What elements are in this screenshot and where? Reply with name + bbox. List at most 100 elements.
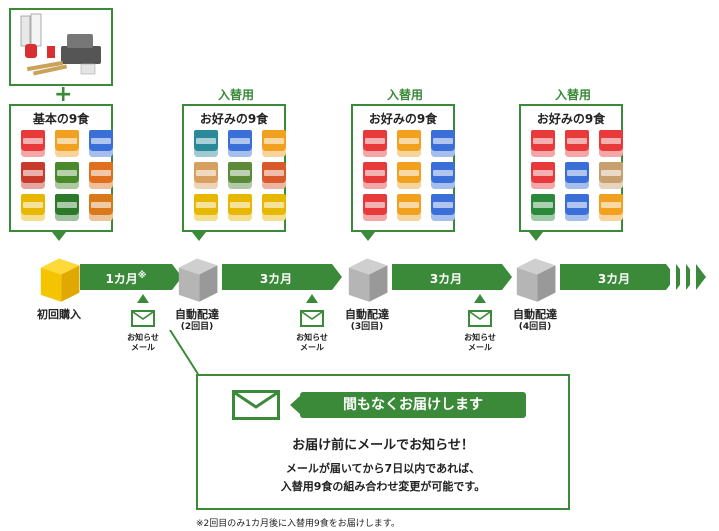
noodle-cup-image: [55, 162, 79, 189]
notify-mail-label: お知らせ メール: [127, 333, 159, 352]
timeline-arrow-head: [502, 264, 512, 290]
notify-mail-label: お知らせ メール: [296, 333, 328, 352]
noodle-cup-image: [89, 162, 113, 189]
notice-badge: 間もなくお届けします: [300, 392, 526, 418]
notice-mail-icon: [232, 390, 280, 420]
noodle-cup-image: [363, 162, 387, 189]
interval-label-4: 3カ月: [597, 272, 631, 286]
footnote-mark: ※: [137, 271, 147, 281]
timeline-end-chevron-gap: [680, 264, 690, 290]
panel-title: お好みの9食: [199, 112, 269, 126]
panel-title: お好みの9食: [368, 112, 438, 126]
footnote: ※2回目のみ1カ月後に入替用9食をお届けします。: [196, 519, 400, 529]
meal-panel-1: 基本の9食: [9, 104, 113, 232]
notice-badge-arrow: [290, 396, 300, 414]
plus-sign: +: [54, 82, 73, 107]
noodle-cup-image: [531, 162, 555, 189]
first-purchase-label: 初回購入: [37, 308, 81, 321]
panel-tag-4: 入替用: [554, 88, 591, 102]
timeline-end-chevron: [696, 264, 706, 290]
panel-tag-3: 入替用: [386, 88, 423, 102]
delivery-box-icon-2: [178, 258, 218, 302]
meal-panel-4: お好みの9食: [519, 104, 623, 232]
delivery-box-icon-1: [40, 258, 80, 302]
meal-panel-3: お好みの9食: [351, 104, 455, 232]
delivery-count: (2回目): [180, 322, 214, 332]
noodle-cup-image: [431, 130, 455, 157]
delivery-label-3: 自動配達 (3回目): [330, 308, 404, 334]
noodle-cup-image: [262, 162, 286, 189]
noodle-cup-image: [194, 162, 218, 189]
timeline-end-chevron-gap: [690, 264, 700, 290]
starter-kit-panel: [9, 8, 113, 86]
noodle-cup-image: [363, 194, 387, 221]
timeline-end-chevron-gap: [670, 264, 680, 290]
delivery-title: 自動配達: [345, 308, 389, 321]
noodle-cup-image: [262, 194, 286, 221]
noodle-cup-image: [55, 194, 79, 221]
meal-panel-2: お好みの9食: [182, 104, 286, 232]
notice-body-line-1: メールが届いてから7日以内であれば、: [285, 462, 481, 475]
noodle-cup-image: [21, 130, 45, 157]
noodle-cup-image: [531, 194, 555, 221]
notify-pointer: [474, 294, 486, 303]
noodle-cup-image: [228, 194, 252, 221]
timeline-arrow-head: [172, 264, 182, 290]
timeline-bar-2: [222, 264, 332, 290]
noodle-cup-image: [565, 162, 589, 189]
noodle-cup-image: [194, 130, 218, 157]
noodle-cup-image: [89, 194, 113, 221]
cup-grid: [363, 130, 455, 221]
timeline-bar-3: [392, 264, 502, 290]
mail-icon: [468, 310, 492, 327]
panel-pointer: [361, 232, 375, 241]
notify-mail-label: お知らせ メール: [464, 333, 496, 352]
noodle-cup-image: [55, 130, 79, 157]
noodle-cup-image: [565, 194, 589, 221]
panel-tag-2: 入替用: [217, 88, 254, 102]
delivery-count: (3回目): [350, 322, 384, 332]
notice-heading: お届け前にメールでお知らせ！: [292, 438, 474, 453]
noodle-cup-image: [194, 194, 218, 221]
noodle-cup-image: [431, 162, 455, 189]
delivery-label-4: 自動配達 (4回目): [498, 308, 572, 334]
starter-kit-image: [20, 13, 101, 76]
noodle-cup-image: [599, 130, 623, 157]
noodle-cup-image: [262, 130, 286, 157]
delivery-title: 自動配達: [175, 308, 219, 321]
noodle-cup-image: [21, 162, 45, 189]
interval-label-2: 3カ月: [259, 272, 293, 286]
delivery-box-icon-4: [516, 258, 556, 302]
notice-box: 間もなくお届けします お届け前にメールでお知らせ！ メールが届いてから7日以内で…: [196, 374, 570, 510]
delivery-label-2: 自動配達 (2回目): [160, 308, 234, 334]
timeline-bar-4: [560, 264, 666, 290]
interval-text: 1カ月: [105, 272, 138, 286]
noodle-cup-image: [363, 130, 387, 157]
delivery-box-icon-3: [348, 258, 388, 302]
panel-pointer: [52, 232, 66, 241]
delivery-count: (4回目): [518, 322, 552, 332]
noodle-cup-image: [565, 130, 589, 157]
cup-grid: [194, 130, 286, 221]
notice-body-line-2: 入替用9食の組み合わせ変更が可能です。: [280, 480, 486, 493]
noodle-cup-image: [228, 162, 252, 189]
cup-grid: [21, 130, 113, 221]
timeline-bar-1: [80, 264, 172, 290]
panel-title: 基本の9食: [32, 112, 90, 126]
mail-icon: [131, 310, 155, 327]
timeline-arrow-head: [332, 264, 342, 290]
noodle-cup-image: [397, 162, 421, 189]
noodle-cup-image: [397, 130, 421, 157]
noodle-cup-image: [397, 194, 421, 221]
noodle-cup-image: [599, 194, 623, 221]
notify-pointer: [306, 294, 318, 303]
noodle-cup-image: [21, 194, 45, 221]
noodle-cup-image: [228, 130, 252, 157]
interval-label-1: 1カ月※: [96, 270, 156, 287]
notice-connector: [169, 330, 199, 375]
notify-pointer: [137, 294, 149, 303]
noodle-cup-image: [89, 130, 113, 157]
delivery-title: 自動配達: [513, 308, 557, 321]
cup-grid: [531, 130, 623, 221]
panel-title: お好みの9食: [536, 112, 606, 126]
